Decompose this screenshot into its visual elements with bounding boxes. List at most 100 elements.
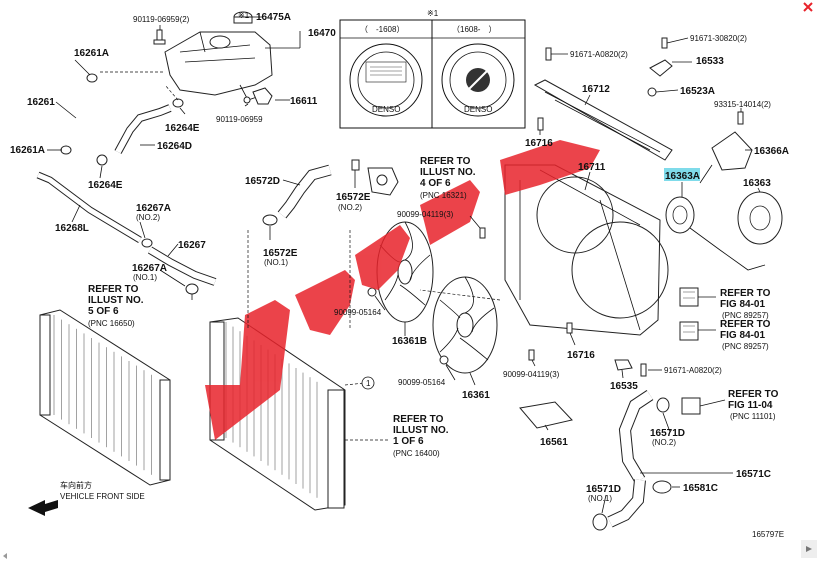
- bolt-90099-04119-b[interactable]: [528, 349, 535, 361]
- label-refer-89257-a2: FIG 84-01: [720, 299, 765, 310]
- bolt-90099-04119-a[interactable]: [479, 227, 486, 239]
- label-16261A-top: 16261A: [74, 48, 109, 59]
- motor-16363[interactable]: [737, 191, 783, 245]
- label-cap-brand-right: DENSO: [464, 105, 492, 114]
- label-90099-05164-b: 90099-05164: [398, 378, 446, 387]
- label-no1-a: (NO.1): [133, 273, 157, 282]
- label-no2-a: (NO.2): [136, 213, 160, 222]
- hose-16571C[interactable]: [607, 479, 646, 528]
- clamp-16267A-no1[interactable]: [185, 283, 199, 295]
- nut-90099-05164-a[interactable]: [367, 287, 377, 297]
- clip-16533[interactable]: [649, 59, 673, 77]
- label-16533: 16533: [696, 56, 724, 67]
- hose-16264D[interactable]: [114, 104, 172, 154]
- hose-16571D-no2[interactable]: [618, 390, 654, 484]
- clip-16535[interactable]: [614, 359, 633, 371]
- label-91671-30820-2: 91671-30820(2): [690, 34, 747, 43]
- highlight-16363A: [664, 168, 700, 181]
- clip-91671-a[interactable]: [545, 47, 552, 61]
- fan-shroud-16711[interactable]: [504, 164, 669, 336]
- condenser[interactable]: [39, 309, 171, 486]
- connector-89257-b[interactable]: [679, 321, 699, 341]
- label-16267A-no1: 16267A: [132, 263, 167, 274]
- label-refer-16400-4: (PNC 16400): [393, 449, 440, 458]
- bolt-91671-30820[interactable]: [661, 37, 668, 49]
- hose-16572D[interactable]: [277, 164, 332, 219]
- pipe-16268L[interactable]: [36, 171, 142, 244]
- label-16716-b: 16716: [567, 350, 595, 361]
- label-93315-14014-2: 93315-14014(2): [714, 100, 771, 109]
- label-16561: 16561: [540, 437, 568, 448]
- thermostat-housing[interactable]: [367, 167, 399, 196]
- label-16268L: 16268L: [55, 223, 89, 234]
- hose-16267[interactable]: [147, 246, 217, 286]
- label-no1-c: (NO.1): [588, 494, 612, 503]
- scroll-left-icon[interactable]: [0, 548, 10, 559]
- cap-inset: [339, 19, 526, 129]
- clip-91671-b[interactable]: [640, 363, 647, 377]
- label-no2-b: (NO.2): [338, 203, 362, 212]
- clamp-16571D-no1[interactable]: [592, 513, 608, 531]
- label-cap-right: （1608- ）: [452, 25, 496, 34]
- clamp-16581C[interactable]: [652, 480, 672, 494]
- label-16535: 16535: [610, 381, 638, 392]
- nut-90099-05164-b[interactable]: [439, 355, 449, 365]
- clamp-16572E-no1[interactable]: [262, 214, 278, 226]
- label-16611: 16611: [290, 96, 318, 107]
- label-refer-16400-1: REFER TO: [393, 414, 444, 425]
- label-16267A-no2: 16267A: [136, 203, 171, 214]
- hose-16261[interactable]: [63, 79, 95, 146]
- label-vehicle-front: VEHICLE FRONT SIDE: [60, 492, 145, 501]
- bolt-93315[interactable]: [737, 111, 744, 125]
- clamp-16264E-b[interactable]: [96, 154, 108, 166]
- label-16361: 16361: [462, 390, 490, 401]
- callout-circle: 1: [361, 376, 375, 390]
- connector-89257-a[interactable]: [679, 287, 699, 307]
- label-refer-16321-2: ILLUST NO.: [420, 167, 476, 178]
- bolt-90119-top[interactable]: [153, 29, 166, 45]
- label-refer-11101-3: (PNC 11101): [730, 412, 776, 421]
- label-mark1-inset: ※1: [427, 9, 439, 18]
- label-16571D-no2: 16571D: [650, 428, 685, 439]
- pipe-11101[interactable]: [681, 397, 701, 415]
- clamp-16261A-left[interactable]: [60, 145, 72, 155]
- label-90099-05164-a: 90099-05164: [334, 308, 382, 317]
- label-refer-16321-3: 4 OF 6: [420, 178, 451, 189]
- label-16361B: 16361B: [392, 336, 427, 347]
- plate-16561[interactable]: [519, 401, 573, 429]
- label-refer-16650-3: 5 OF 6: [88, 306, 119, 317]
- label-16363A[interactable]: 16363A: [665, 171, 700, 182]
- shroud-bar-16712[interactable]: [533, 79, 673, 161]
- fan-16361[interactable]: [432, 276, 498, 374]
- label-refer-11101-1: REFER TO: [728, 389, 779, 400]
- label-90099-04119-3-b: 90099-04119(3): [503, 370, 560, 379]
- label-16264E-a: 16264E: [165, 123, 200, 134]
- vehicle-front-arrow-icon: [28, 500, 58, 516]
- close-x-icon[interactable]: [799, 0, 817, 14]
- clamp-16261A-top[interactable]: [86, 73, 98, 83]
- bracket-16366A[interactable]: [711, 131, 753, 171]
- bracket-16611[interactable]: [243, 87, 273, 105]
- bolt-16716-b[interactable]: [566, 322, 573, 334]
- label-refer-16321-4: (PNC 16321): [420, 191, 467, 200]
- leader-lines: [47, 16, 761, 514]
- reservoir-tank[interactable]: [164, 31, 273, 101]
- nut-16523A[interactable]: [647, 87, 657, 97]
- clamp-16267A-no2[interactable]: [141, 238, 153, 248]
- label-16571C: 16571C: [736, 469, 771, 480]
- bolt-16716-a[interactable]: [537, 117, 544, 131]
- label-90099-04119-3-a: 90099-04119(3): [397, 210, 454, 219]
- motor-16363A[interactable]: [665, 196, 766, 271]
- clamp-16264E-a[interactable]: [172, 98, 184, 108]
- resize-corner-icon[interactable]: [801, 540, 817, 558]
- clamp-16572E-no2[interactable]: [351, 159, 360, 171]
- watermark-logo: [205, 140, 600, 440]
- label-no2-c: (NO.2): [652, 438, 676, 447]
- label-16581C: 16581C: [683, 483, 718, 494]
- label-91671-a0820-2-a: 91671-A0820(2): [570, 50, 628, 59]
- label-16711: 16711: [578, 162, 606, 173]
- label-16363: 16363: [743, 178, 771, 189]
- clamp-16571D-no2[interactable]: [656, 397, 670, 413]
- label-refer-89257-a3: (PNC 89257): [722, 311, 769, 320]
